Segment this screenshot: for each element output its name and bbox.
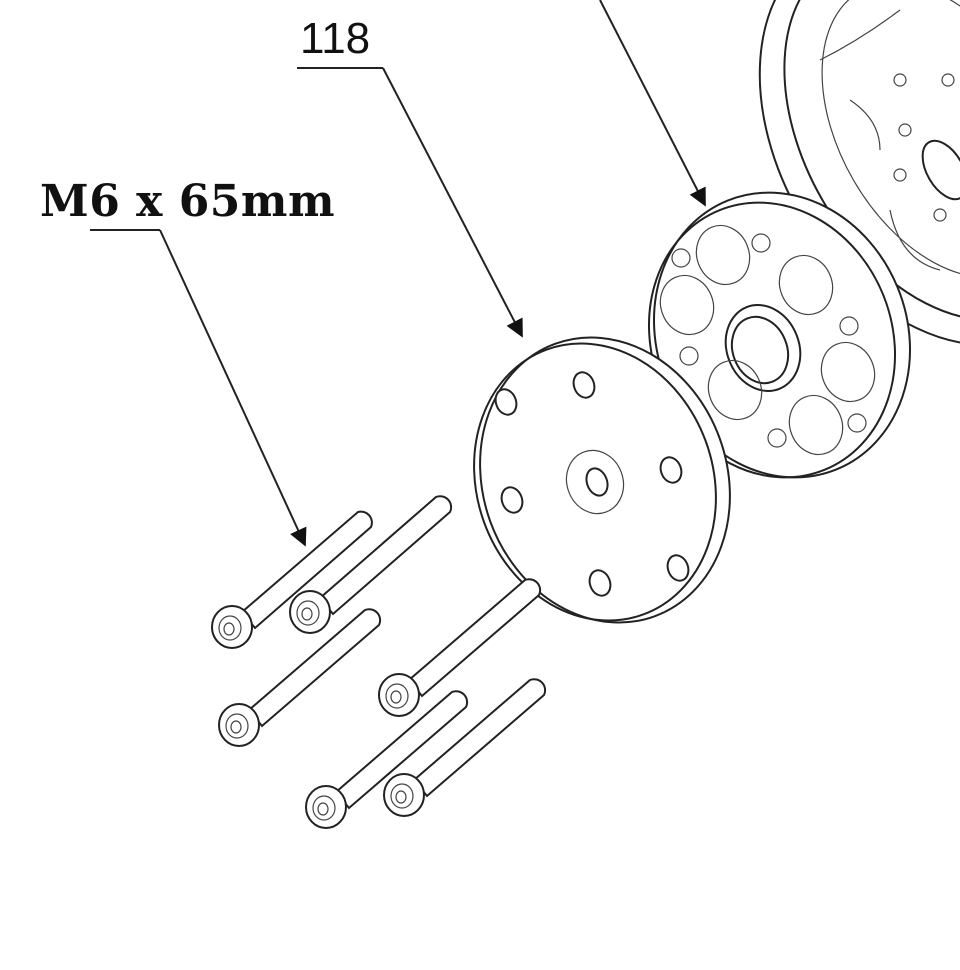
bolt — [289, 495, 453, 634]
bolt-spec-label: M6 x 65mm — [40, 176, 336, 227]
part-number-label: 118 — [300, 14, 371, 63]
socket-head-bolts — [211, 495, 547, 829]
bolt — [211, 510, 373, 649]
ring-adapter-plate — [647, 191, 911, 479]
leader-line-ring-plate — [599, 0, 706, 207]
bolt — [305, 690, 469, 829]
flange-plate-118 — [473, 336, 731, 624]
bolt — [383, 678, 547, 817]
leader-line-bolt — [90, 229, 307, 547]
leader-line-118 — [297, 67, 523, 338]
leader-lines — [90, 0, 706, 547]
bolt — [218, 608, 382, 747]
bolt — [378, 578, 542, 717]
